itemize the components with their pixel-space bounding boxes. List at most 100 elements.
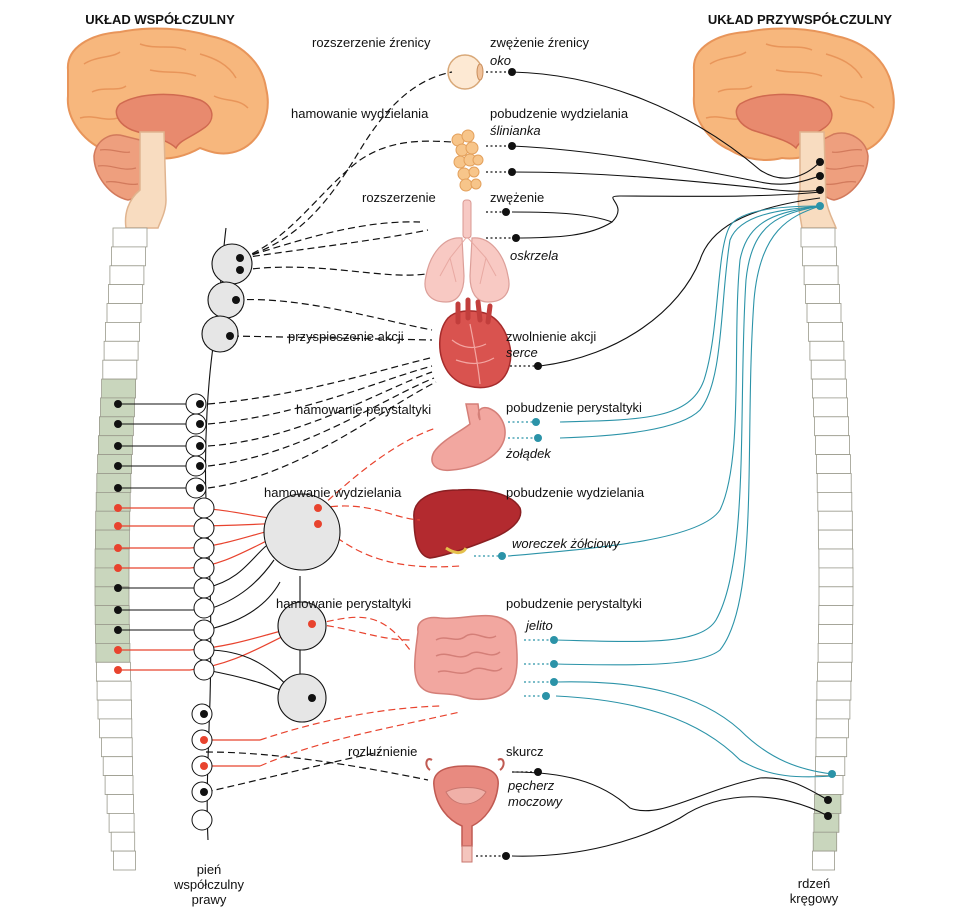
spine-segment [815,737,848,758]
eye-organ-label: oko [490,53,511,68]
spine-segment [94,586,130,607]
salivary-parasympathetic-label: pobudzenie wydzielania [490,106,629,121]
salivary-organ-label: ślinianka [490,123,541,138]
parasympathetic-teal-lines [507,205,833,778]
cervical-ganglia [201,243,253,353]
spine-segment [806,303,842,323]
prevertebral-ganglia [263,493,341,723]
spinal-origin-dot-red [114,646,122,654]
liver-sympathetic-label: hamowanie wydzielania [264,485,402,500]
stomach-illustration [431,403,506,472]
trunk-ganglion [193,537,215,559]
spine-label-line2: kręgowy [790,891,839,906]
trunk-synapse-dot [196,400,204,408]
spine-segment [818,548,854,569]
spine-segment [101,737,133,758]
stomach-sympathetic-label: hamowanie perystaltyki [296,402,431,417]
trunk-ganglion [193,577,215,599]
parasympathetic-synapse-dot [534,768,542,776]
sacral-origin-dot [824,812,832,820]
bladder-sympathetic-label: rozluźnienie [348,744,417,759]
trunk-synapse-dot [196,484,204,492]
labels: rozszerzenie źrenicy zwężenie źrenicy ok… [173,35,839,907]
spine-segment [96,661,131,682]
parasympathetic-black-lines [511,71,829,857]
brainstem-origin-dot [816,186,824,194]
brainstem-origin-dot-teal [816,202,824,210]
spine-segment [108,284,143,304]
brainstem-origin-dot [816,158,824,166]
spine-segment [105,321,140,342]
parasympathetic-synapse-dot-teal [542,692,550,700]
spine-segment [106,794,134,814]
spinal-origin-dot [114,626,122,634]
spine-segment [94,548,130,569]
spine-segment [817,491,853,512]
spine-segment [111,246,146,267]
left-header: UKŁAD WSPÓŁCZULNY [85,12,235,27]
spine-segment [815,718,849,739]
liver-illustration [413,488,522,559]
spine-segment [94,567,130,588]
trunk-ganglion [193,517,215,539]
spinal-origin-dot-red [114,504,122,512]
spinal-origin-dot-red [114,544,122,552]
right-header: UKŁAD PRZYWSPÓŁCZULNY [708,12,892,27]
spine-segment [818,529,853,550]
spine-segment [104,775,134,795]
spine-segment [101,378,136,399]
trunk-ganglion [191,809,213,831]
spinal-origin-dot [114,606,122,614]
spine-segment [109,265,145,286]
parasympathetic-synapse-dot-teal [534,434,542,442]
left-brain [66,27,269,229]
cervical-synapse-dot [236,254,244,262]
trunk-synapse-dot [200,710,208,718]
heart-organ-label: serce [506,345,538,360]
bladder-organ-label-line1: pęcherz [507,778,555,793]
parasympathetic-synapse-dot [534,362,542,370]
spinal-origin-dot [114,420,122,428]
sacral-origin-dot [824,796,832,804]
spine-segment [96,680,132,701]
spine-segment [800,227,836,248]
intestine-sympathetic-label: hamowanie perystaltyki [276,596,411,611]
eye-illustration [447,54,484,90]
spine-segment [94,605,130,625]
synapse-dots [114,68,836,860]
spine-segment [95,624,130,644]
spinal-origin-dot-red [114,564,122,572]
spine-segment [103,340,139,361]
trunk-synapse-dot [196,442,204,450]
prevertebral-synapse-dot-red [308,620,316,628]
spine-segment [808,321,843,342]
spine-segment [812,850,836,871]
spinal-origin-dot-red [114,522,122,530]
parasympathetic-synapse-dot [508,68,516,76]
trunk-synapse-dot [200,788,208,796]
spine-segment [95,510,131,531]
liver-organ-label: woreczek żółciowy [512,536,621,551]
bronchi-sympathetic-label: rozszerzenie [362,190,436,205]
prevertebral-synapse-dot-red [314,504,322,512]
brainstem-origin-dot [816,172,824,180]
spine-segment [97,699,132,720]
stomach-organ-label: żołądek [505,446,552,461]
parasympathetic-synapse-dot [508,168,516,176]
trunk-synapse-dot [196,420,204,428]
spine-segment [817,510,853,531]
cervical-synapse-dot [226,332,234,340]
bronchi-organ-label: oskrzela [510,248,558,263]
spine-segment [818,624,853,644]
sacral-origin-dot-teal [828,770,836,778]
trunk-ganglion [193,597,215,619]
spinal-origin-dot [114,462,122,470]
heart-illustration [439,297,512,389]
right-brain [692,27,895,229]
intestine-parasympathetic-label: pobudzenie perystaltyki [506,596,642,611]
heart-sympathetic-label: przyspieszenie akcji [288,329,404,344]
trunk-label-line2: współczulny [173,877,245,892]
parasympathetic-synapse-dot [502,852,510,860]
trunk-synapse-dot [196,462,204,470]
trunk-synapse-dot-red [200,736,208,744]
